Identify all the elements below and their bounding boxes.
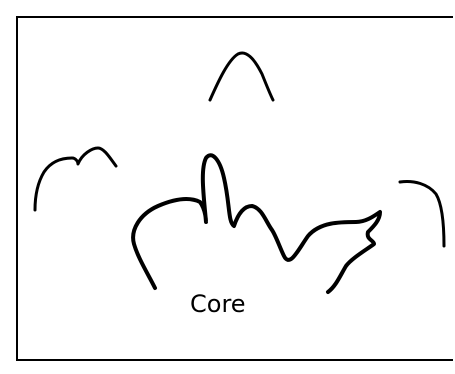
canvas-frame: [16, 16, 453, 361]
core-outline-stroke: [131, 153, 382, 294]
top-arch-stroke: [208, 51, 275, 102]
core-label: Core: [190, 290, 246, 318]
left-wave-stroke: [33, 146, 118, 212]
right-curve-stroke: [398, 180, 446, 248]
